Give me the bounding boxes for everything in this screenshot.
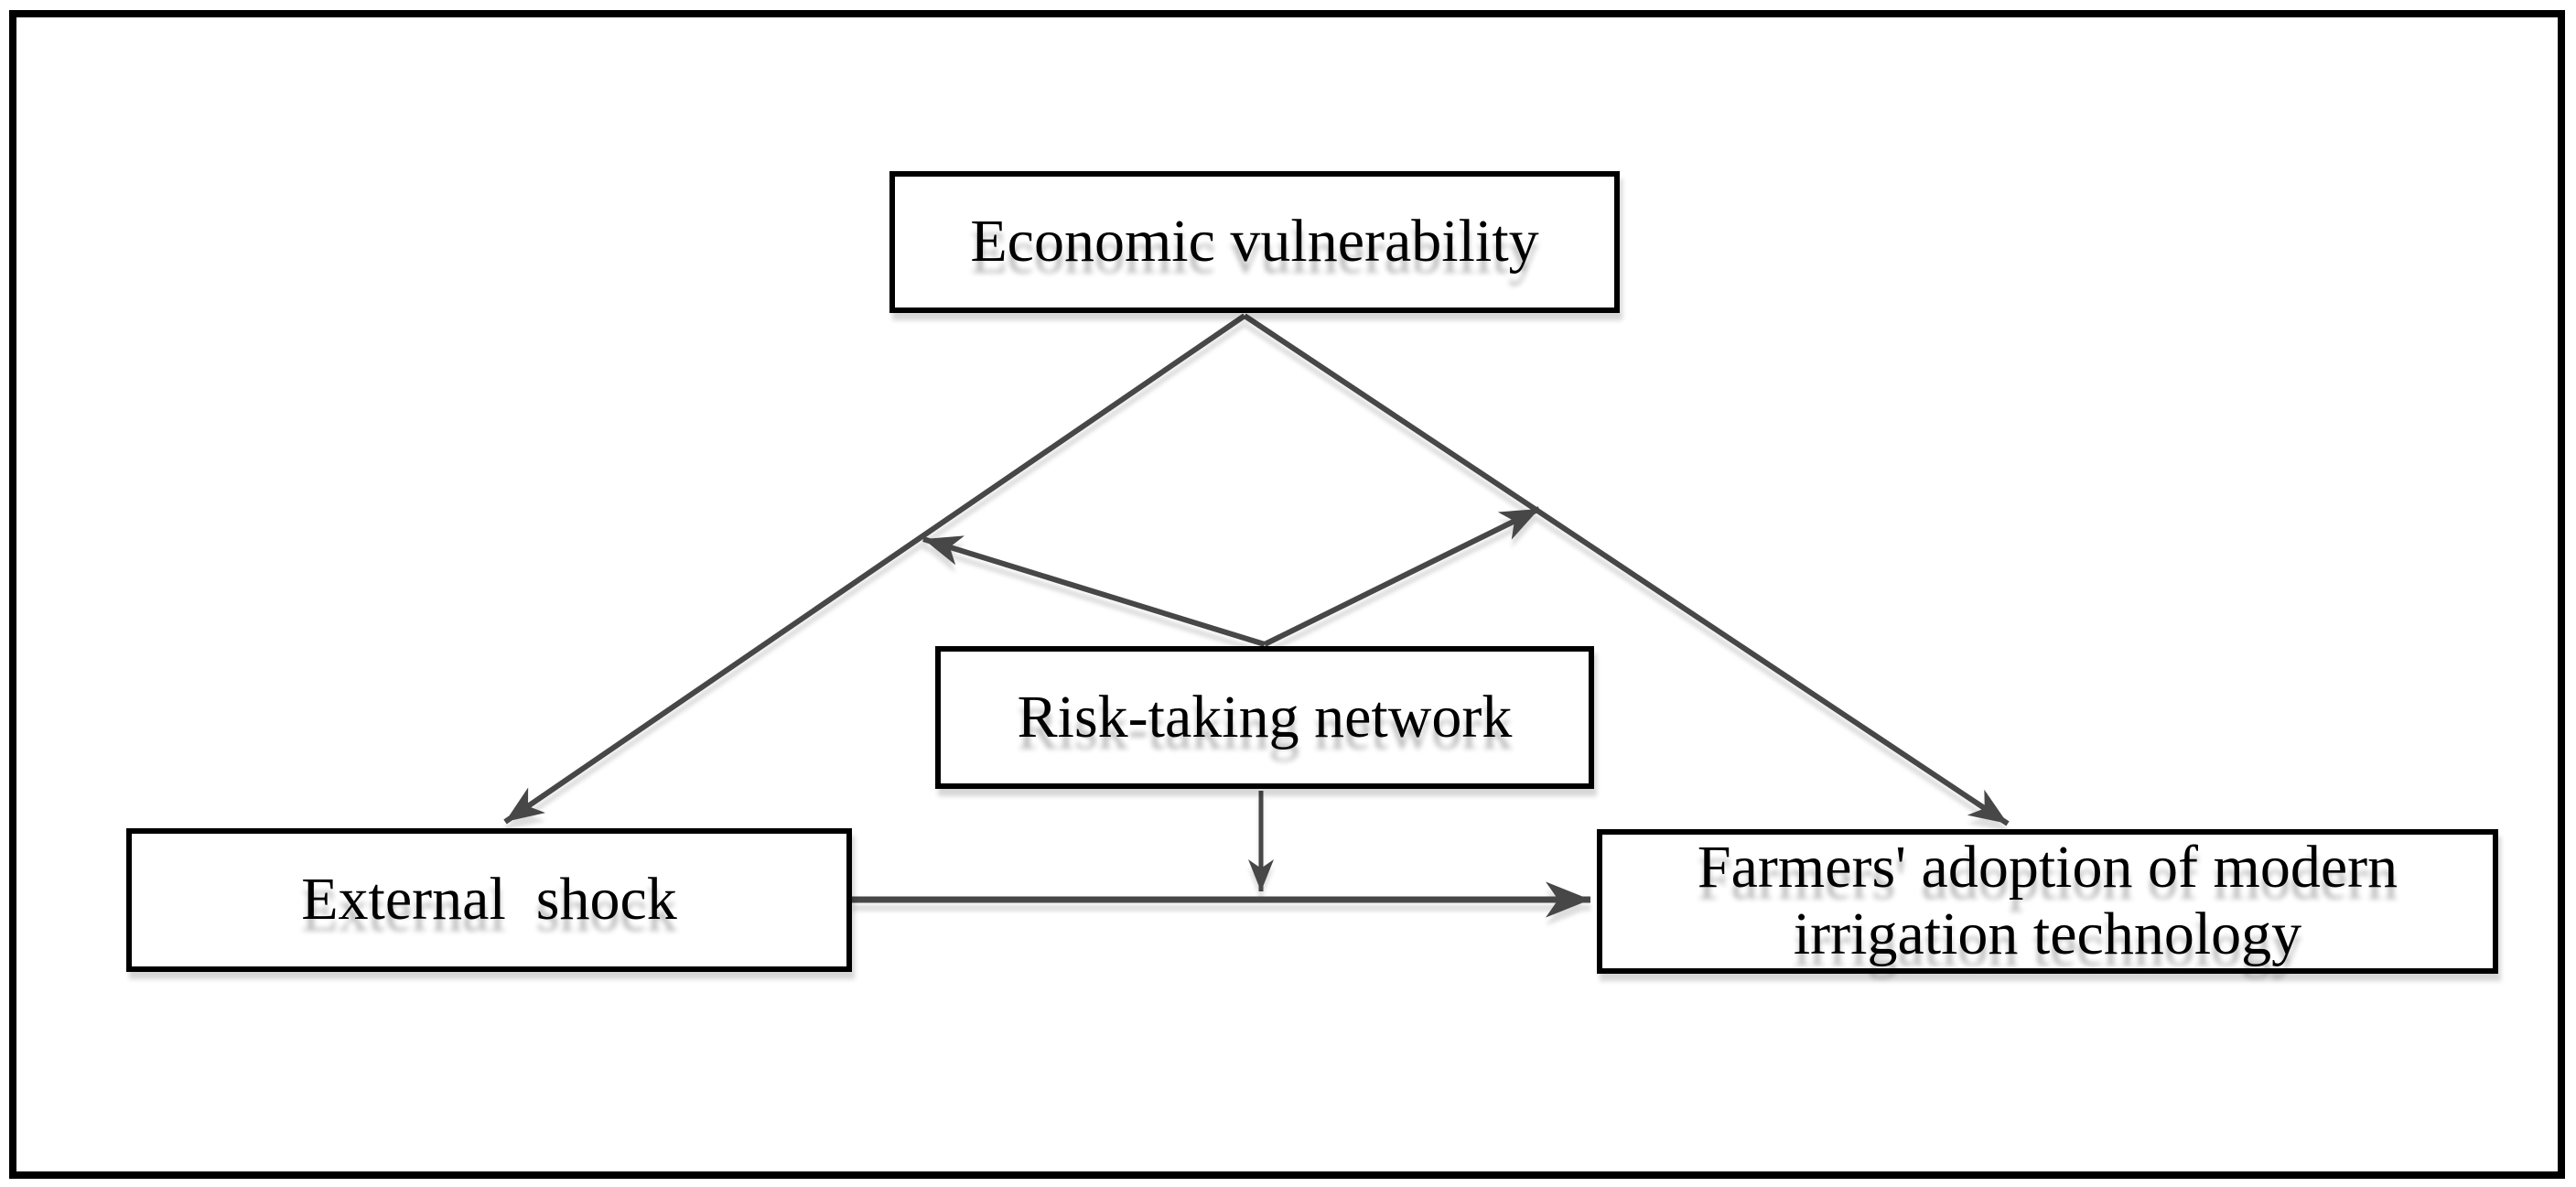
node-farmers-adoption: Farmers' adoption of modern irrigation t… [1597, 829, 2498, 974]
node-economic-vulnerability: Economic vulnerability [889, 171, 1620, 313]
node-external-shock-label: External shock [301, 866, 677, 933]
node-risk-taking-network: Risk-taking network [935, 646, 1594, 789]
node-risk-taking-network-label: Risk-taking network [1017, 683, 1513, 750]
node-farmers-adoption-label: Farmers' adoption of modern irrigation t… [1697, 834, 2413, 967]
node-economic-vulnerability-label: Economic vulnerability [970, 208, 1539, 275]
node-external-shock: External shock [126, 828, 852, 972]
